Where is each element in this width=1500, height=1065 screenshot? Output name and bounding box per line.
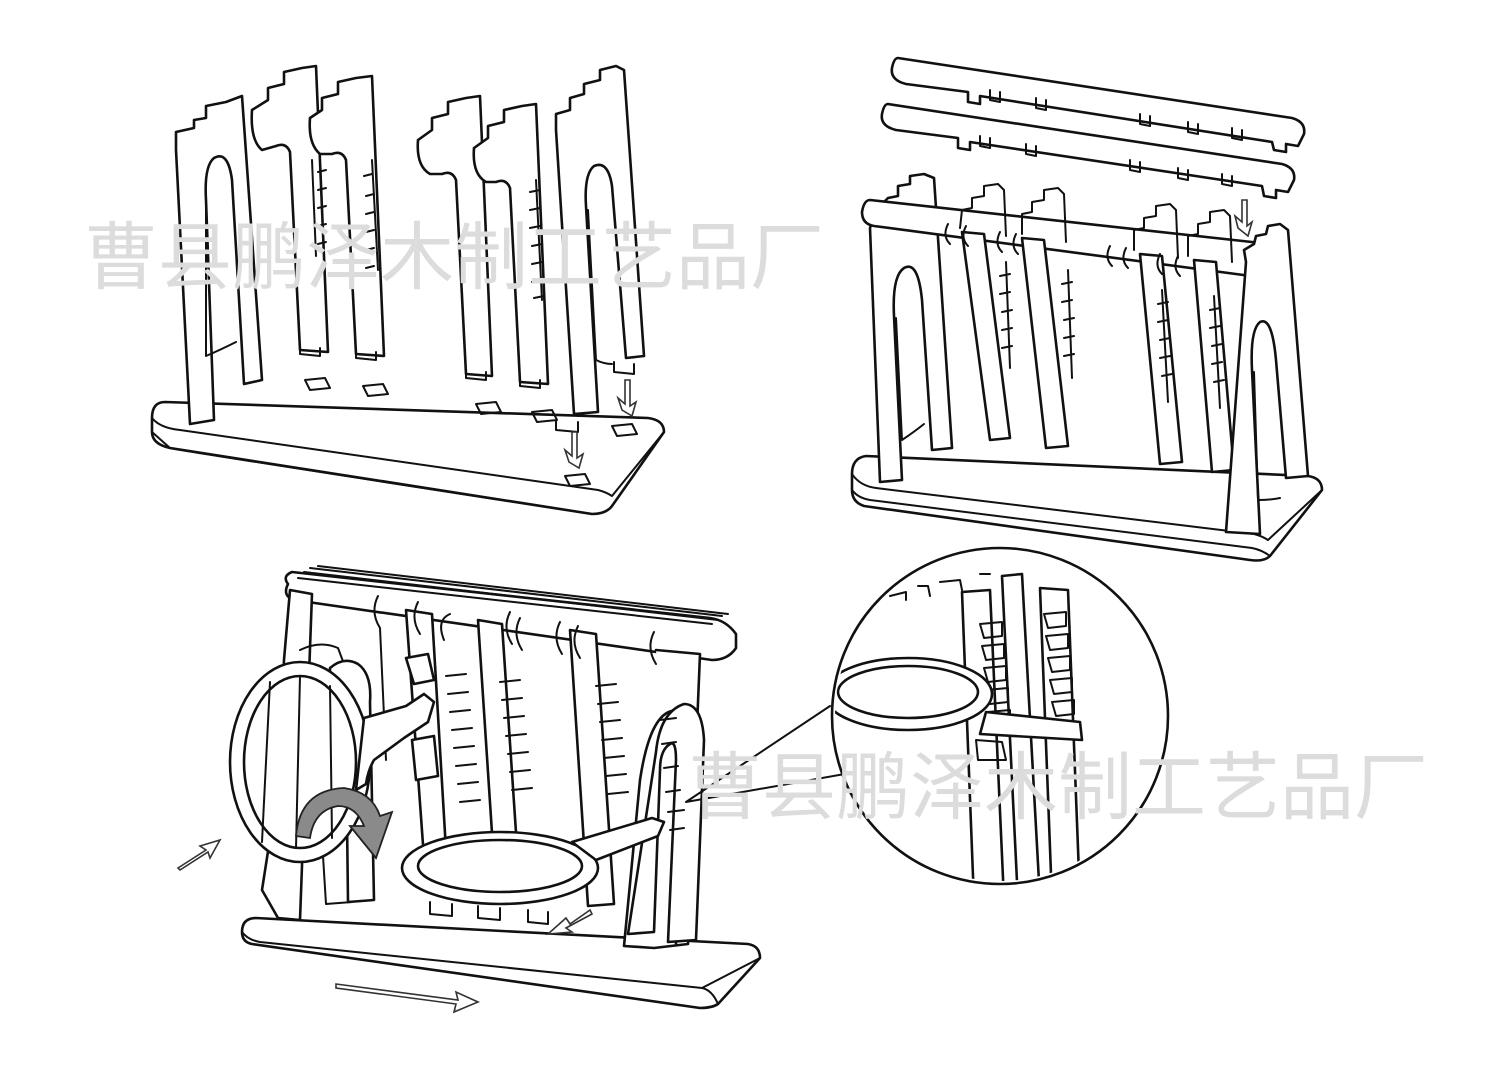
motion-arrow-icon [336, 984, 478, 1012]
step-1-panel [152, 66, 664, 514]
top-rail-lower [882, 104, 1294, 198]
base-slot [612, 424, 637, 436]
step1-right-upright [556, 66, 644, 414]
step2-hook-slat [1022, 238, 1068, 448]
top-rail-upper [892, 58, 1304, 152]
step-2-panel [852, 58, 1322, 561]
step1-hook-slat [474, 104, 548, 384]
step2-right-upright [1226, 224, 1308, 534]
right-ring-arm [572, 818, 664, 860]
base-slot [565, 474, 590, 486]
left-ring-arm [356, 694, 434, 790]
step1-hook-slat [418, 96, 492, 376]
detail-ring-arm [980, 712, 1082, 740]
insert-arrow-icon [618, 380, 636, 416]
step1-hook-slat [252, 66, 328, 352]
step1-left-upright [176, 96, 262, 424]
rotate-arrow-icon [296, 788, 392, 858]
step3-top-rails [286, 572, 736, 660]
step2-hook-slat [1194, 260, 1234, 472]
step2-hook-slat [962, 232, 1010, 440]
detail-panel [824, 548, 1168, 902]
step2-hook-slat [1140, 254, 1182, 464]
motion-arrow-icon [178, 840, 220, 870]
step1-hook-slat [310, 76, 384, 356]
step-3-panel [178, 566, 890, 1012]
motion-arrow-icon [548, 910, 592, 934]
detail-slat-mid [1002, 574, 1040, 881]
base-slot [476, 402, 501, 414]
base-slot [305, 378, 330, 390]
step2-left-upright [870, 174, 952, 482]
base-slot [363, 384, 388, 396]
insert-arrow-icon [565, 432, 583, 468]
step2-base-plate [852, 456, 1322, 561]
step3-right-arch [628, 704, 704, 942]
lower-rail-arrow-icon [1235, 200, 1252, 236]
